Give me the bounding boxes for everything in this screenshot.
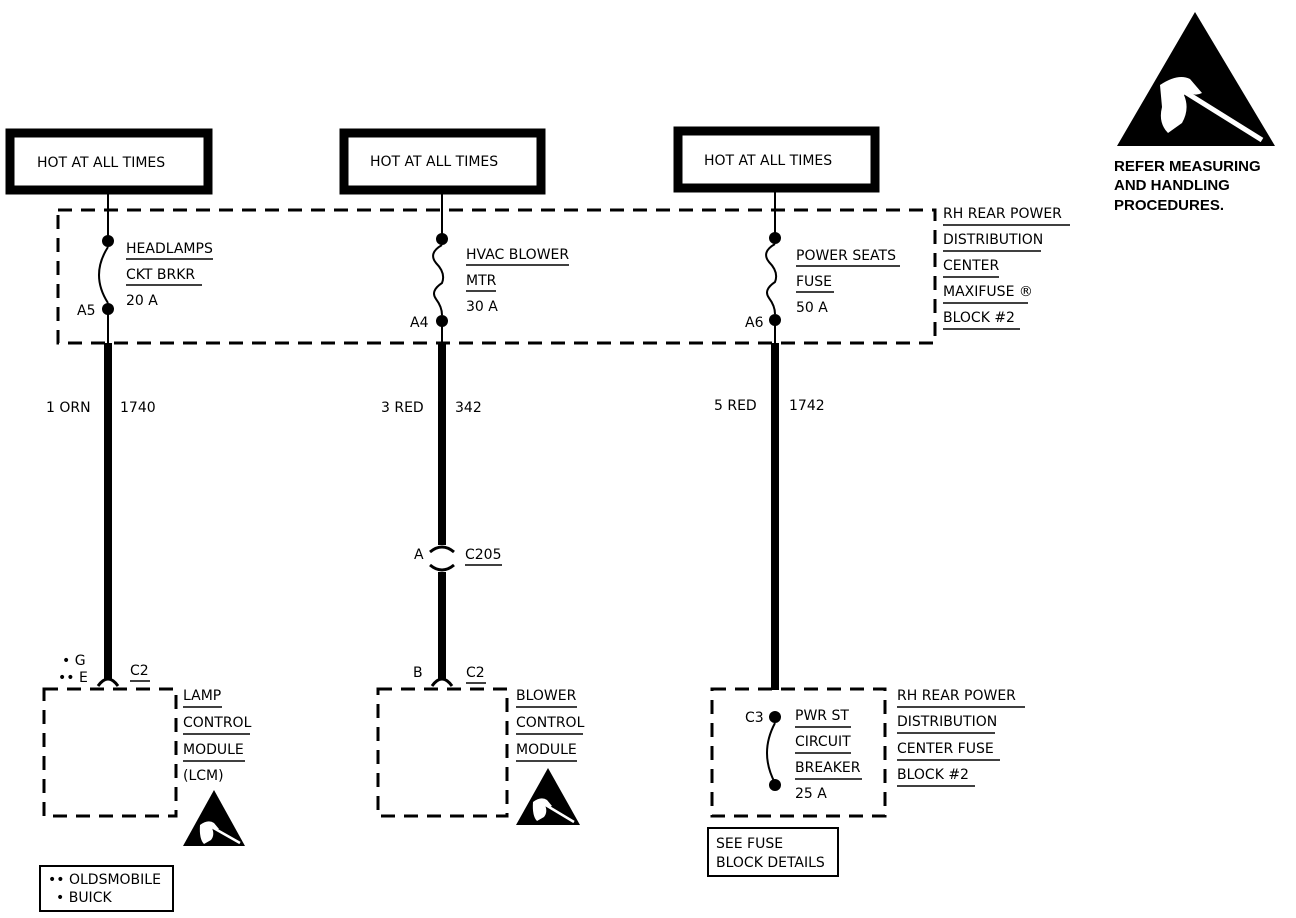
fuse-block-line-3: CENTER FUSE: [897, 741, 994, 757]
circuit-hvac-blower: HVAC BLOWER MTR 30 A A4 3 RED 342 A C205: [381, 190, 569, 680]
legend-buick: • BUICK: [56, 890, 112, 906]
headlamps-wire-color: 1 ORN: [46, 400, 91, 416]
legend-oldsmobile: •• OLDSMOBILE: [48, 872, 161, 888]
fuse-block-line-2: DISTRIBUTION: [897, 714, 997, 730]
lcm-line-4: (LCM): [183, 768, 224, 784]
bcm-line-1: BLOWER: [516, 688, 577, 704]
lcm-connector: C2: [130, 663, 149, 679]
circuit-power-seats: POWER SEATS FUSE 50 A A6 5 RED 1742: [714, 188, 900, 690]
bcm-line-2: CONTROL: [516, 715, 585, 731]
hvac-rating: 30 A: [466, 299, 498, 315]
headlamps-terminal: A5: [77, 303, 95, 319]
fuse-block-line-1: RH REAR POWER: [897, 688, 1016, 704]
bcm-line-3: MODULE: [516, 742, 577, 758]
lcm-line-3: MODULE: [183, 742, 244, 758]
bcm-box: [376, 687, 509, 818]
hot-label-1: HOT AT ALL TIMES: [37, 155, 165, 171]
headlamps-circuit-no: 1740: [120, 400, 156, 416]
headlamps-device-line-2: CKT BRKR: [126, 267, 195, 283]
circuit-headlamps: HEADLAMPS CKT BRKR 20 A A5 1 ORN 1740: [46, 190, 213, 680]
pwr-st-line-3: BREAKER: [795, 760, 861, 776]
power-seats-device-line-1: POWER SEATS: [796, 248, 896, 264]
power-center-line-2: DISTRIBUTION: [943, 232, 1043, 248]
power-center-line-3: CENTER: [943, 258, 999, 274]
power-seats-rating: 50 A: [796, 300, 828, 316]
lcm-pin-g: • G: [62, 653, 86, 669]
hot-label-3: HOT AT ALL TIMES: [704, 153, 832, 169]
power-seats-circuit-no: 1742: [789, 398, 825, 414]
lamp-control-module: • G •• E C2 LAMP CONTROL MODULE (LCM): [42, 653, 252, 846]
lcm-esd-icon: [183, 790, 245, 846]
power-center-line-4: MAXIFUSE ®: [943, 284, 1033, 300]
power-center-box: [56, 208, 937, 345]
hvac-circuit-no: 342: [455, 400, 482, 416]
hvac-terminal: A4: [410, 315, 429, 331]
power-seats-wire-color: 5 RED: [714, 398, 757, 414]
hvac-wire-color: 3 RED: [381, 400, 424, 416]
lcm-box: [42, 687, 178, 818]
esd-notice-line-1: REFER MEASURING: [1114, 158, 1261, 175]
hot-box-3: HOT AT ALL TIMES: [673, 126, 880, 193]
pwr-st-line-2: CIRCUIT: [795, 734, 851, 750]
hvac-device-line-1: HVAC BLOWER: [466, 247, 569, 263]
pwr-st-rating: 25 A: [795, 786, 827, 802]
esd-warning-icon: [1117, 12, 1275, 146]
lcm-line-1: LAMP: [183, 688, 221, 704]
power-center-line-1: RH REAR POWER: [943, 206, 1062, 222]
esd-notice-line-2: AND HANDLING: [1114, 177, 1230, 194]
headlamps-device-line-1: HEADLAMPS: [126, 241, 213, 257]
lcm-pin-e: •• E: [58, 670, 88, 686]
c205-name: C205: [465, 547, 502, 563]
hot-box-1: HOT AT ALL TIMES: [5, 128, 213, 195]
power-seats-device-line-2: FUSE: [796, 274, 832, 290]
esd-notice-line-3: PROCEDURES.: [1114, 197, 1224, 214]
power-center-line-5: BLOCK #2: [943, 310, 1015, 326]
fuse-block-line-4: BLOCK #2: [897, 767, 969, 783]
bcm-connector: C2: [466, 665, 485, 681]
headlamps-rating: 20 A: [126, 293, 158, 309]
hot-label-2: HOT AT ALL TIMES: [370, 154, 498, 170]
hot-box-2: HOT AT ALL TIMES: [339, 128, 546, 195]
make-legend: •• OLDSMOBILE • BUICK: [39, 865, 174, 912]
lcm-line-2: CONTROL: [183, 715, 252, 731]
c205-pin: A: [414, 547, 424, 563]
fuse-block-connector: C3: [745, 710, 764, 726]
fuse-block-2: C3 PWR ST CIRCUIT BREAKER 25 A RH REAR P…: [710, 687, 1025, 818]
see-fuse-line-1: SEE FUSE: [716, 836, 783, 852]
power-seats-terminal: A6: [745, 315, 764, 331]
bcm-pin: B: [413, 665, 423, 681]
see-fuse-block-details: SEE FUSE BLOCK DETAILS: [707, 827, 839, 877]
see-fuse-line-2: BLOCK DETAILS: [716, 855, 825, 871]
pwr-st-line-1: PWR ST: [795, 708, 849, 724]
bcm-esd-icon: [516, 768, 580, 825]
hvac-device-line-2: MTR: [466, 273, 497, 289]
fuse-block-box: [710, 687, 887, 818]
blower-control-module: B C2 BLOWER CONTROL MODULE: [376, 665, 585, 825]
